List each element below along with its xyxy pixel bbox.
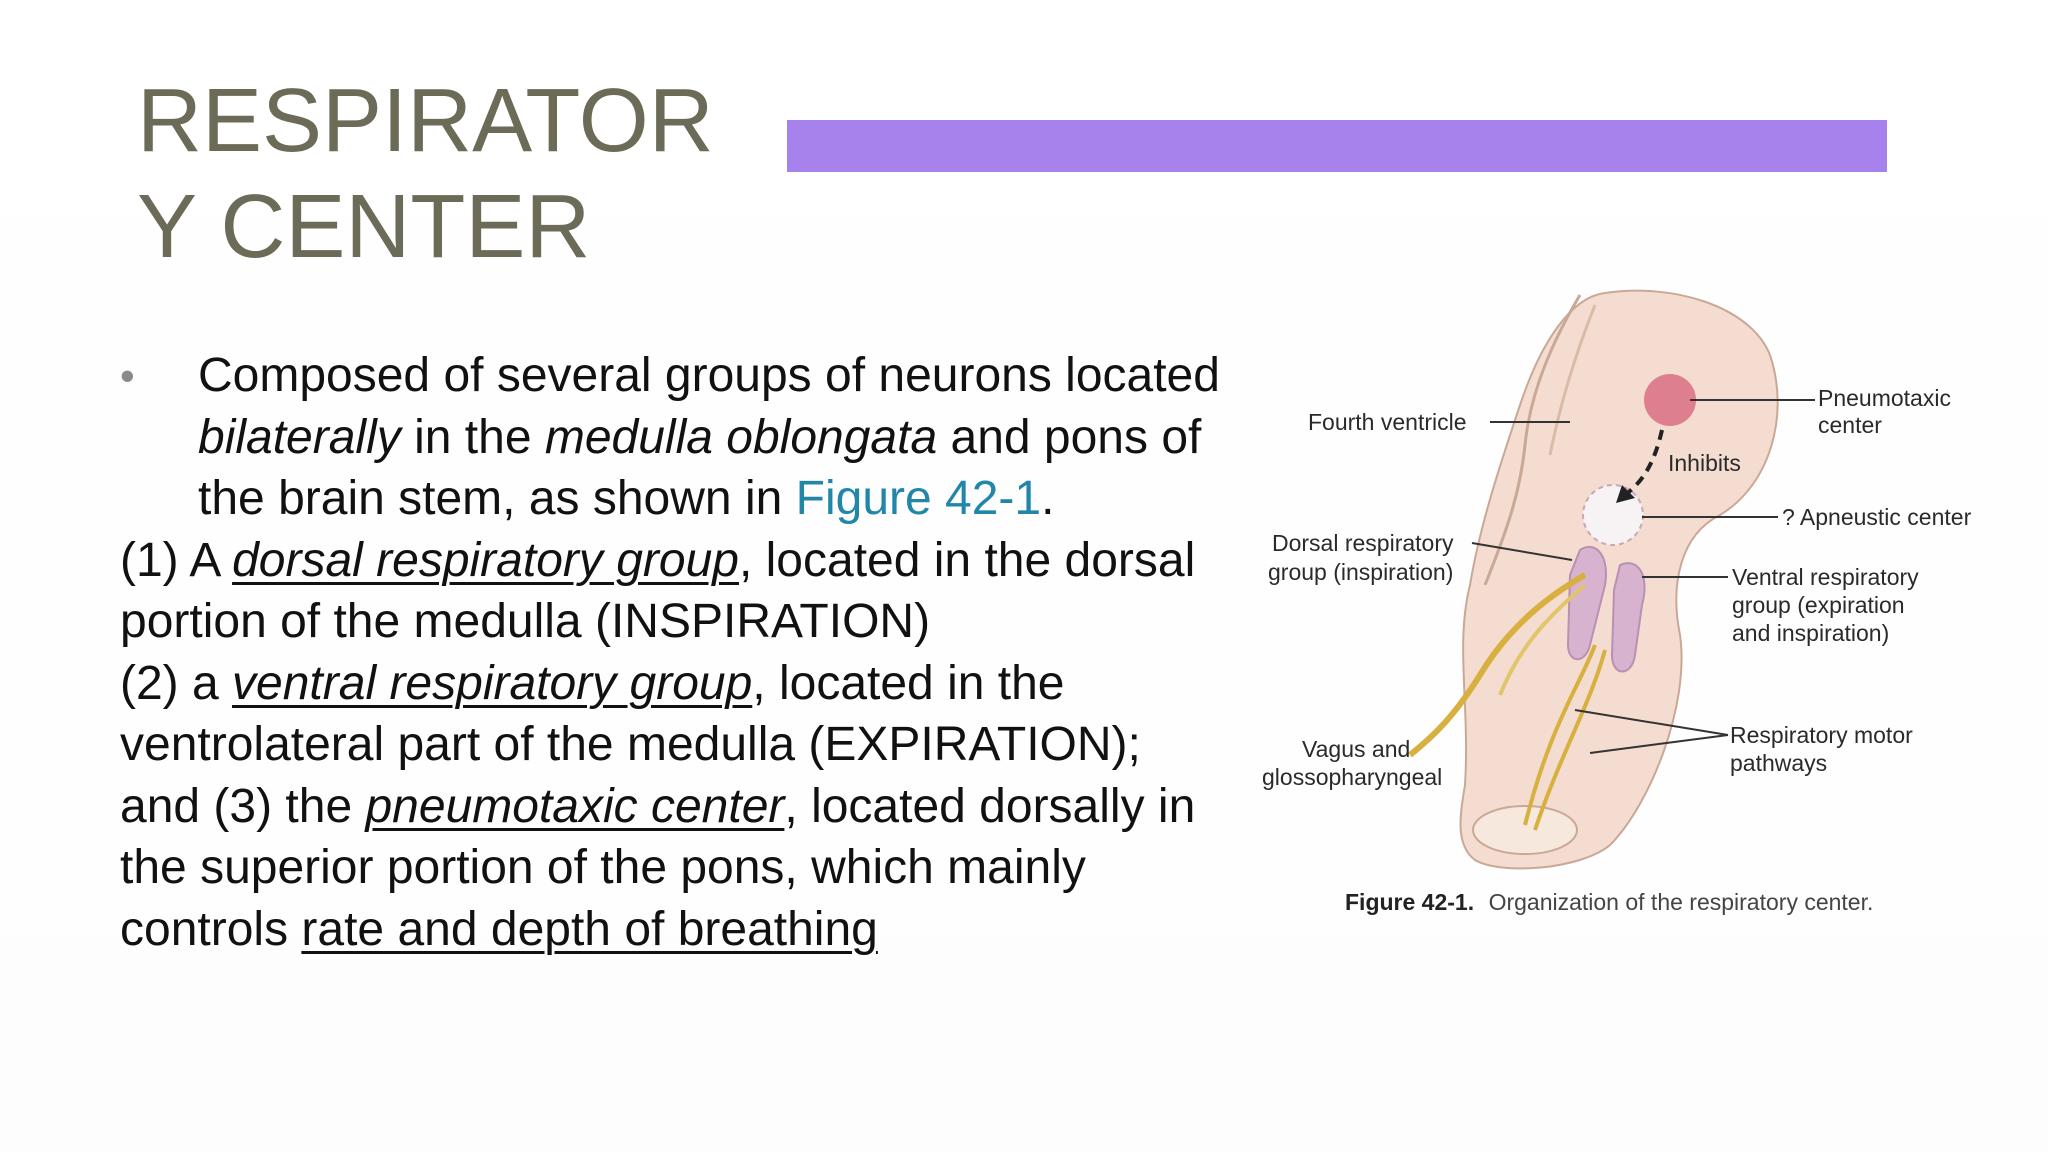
apneustic-center-shape xyxy=(1582,484,1644,546)
label-apneustic: ? Apneustic center xyxy=(1782,504,1972,530)
figure-link[interactable]: Figure 42-1 xyxy=(795,472,1042,525)
paragraph-dorsal-group: (1) A dorsal respiratory group, located … xyxy=(120,530,1230,653)
leader-motor-1 xyxy=(1574,709,1729,736)
body-text: • Composed of several groups of neurons … xyxy=(120,345,1230,960)
label-pneumotaxic-1: Pneumotaxic xyxy=(1818,385,1951,411)
bullet-item: • Composed of several groups of neurons … xyxy=(120,345,1230,530)
bullet-dot-icon: • xyxy=(120,352,135,399)
brainstem-diagram: Fourth ventricle Pneumotaxic center Inhi… xyxy=(1262,289,1972,915)
bullet-text-4: . xyxy=(1041,472,1055,525)
motor-pathway-1 xyxy=(1523,644,1597,826)
label-pneumotaxic-2: center xyxy=(1818,412,1882,438)
p3-suffix: , located dorsally in the superior porti… xyxy=(120,779,1196,956)
label-ventral-1: Ventral respiratory xyxy=(1732,564,1919,590)
caption-text: Organization of the respiratory center. xyxy=(1489,889,1874,915)
glossopharyngeal-nerve xyxy=(1498,583,1587,696)
label-dorsal-2: group (inspiration) xyxy=(1268,559,1453,585)
inhibits-arrow-icon xyxy=(1623,429,1664,497)
figure-caption: Figure 42-1. Organization of the respira… xyxy=(1345,889,1873,915)
p1-suffix: , located in the dorsal portion of the m… xyxy=(120,533,1196,649)
slide-title-line-1: RESPIRATOR xyxy=(137,71,714,171)
medulla-cut-end xyxy=(1472,805,1578,855)
label-inhibits: Inhibits xyxy=(1668,450,1741,476)
ventricle-floor xyxy=(1548,304,1597,456)
caption-label: Figure 42-1. xyxy=(1345,889,1474,915)
paragraph-pneumotaxic-center: and (3) the pneumotaxic center, located … xyxy=(120,776,1230,961)
bullet-text-3: and pons of the brain stem, as shown in xyxy=(198,410,1202,526)
label-vagus-1: Vagus and xyxy=(1302,736,1410,762)
label-dorsal-1: Dorsal respiratory xyxy=(1272,530,1454,556)
p1-prefix: (1) A xyxy=(120,533,233,587)
slide-title-line-2: Y CENTER xyxy=(137,177,591,277)
label-motor-1: Respiratory motor xyxy=(1730,722,1913,748)
label-ventral-2: group (expiration xyxy=(1732,592,1905,618)
term-medulla-oblongata: medulla oblongata xyxy=(544,410,938,464)
paragraph-ventral-group: (2) a ventral respiratory group, located… xyxy=(120,653,1230,776)
title-accent-bar xyxy=(787,120,1887,172)
bullet-text-1: Composed of several groups of neurons lo… xyxy=(198,349,1220,402)
pneumotaxic-center-shape xyxy=(1644,374,1696,426)
slide-title: RESPIRATOR Y CENTER xyxy=(137,68,757,280)
p2-prefix: (2) a xyxy=(120,656,233,710)
leader-dorsal xyxy=(1471,542,1573,561)
term-ventral-respiratory-group: ventral respiratory group xyxy=(232,656,753,710)
motor-pathway-2 xyxy=(1533,649,1607,831)
arrow-head-icon xyxy=(1616,485,1635,503)
term-rate-and-depth: rate and depth of breathing xyxy=(301,902,878,956)
vagus-nerve xyxy=(1408,572,1587,758)
p2-suffix: , located in the ventrolateral part of t… xyxy=(120,656,1141,772)
term-dorsal-respiratory-group: dorsal respiratory group xyxy=(232,533,739,587)
label-ventral-3: and inspiration) xyxy=(1732,620,1889,646)
label-vagus-2: glossopharyngeal xyxy=(1262,764,1442,790)
dorsal-group-shape xyxy=(1566,545,1607,661)
ventral-group-shape xyxy=(1610,562,1646,673)
label-fourth-ventricle: Fourth ventricle xyxy=(1308,409,1467,435)
fourth-ventricle-wall xyxy=(1483,294,1582,586)
leader-motor-2 xyxy=(1589,734,1729,754)
p3-prefix: and (3) the xyxy=(120,779,366,833)
term-pneumotaxic-center: pneumotaxic center xyxy=(365,779,785,833)
term-bilaterally: bilaterally xyxy=(198,410,401,464)
bullet-text-2: in the xyxy=(400,410,545,464)
label-motor-2: pathways xyxy=(1730,750,1827,776)
figure-42-1: Fourth ventricle Pneumotaxic center Inhi… xyxy=(1250,285,2000,925)
